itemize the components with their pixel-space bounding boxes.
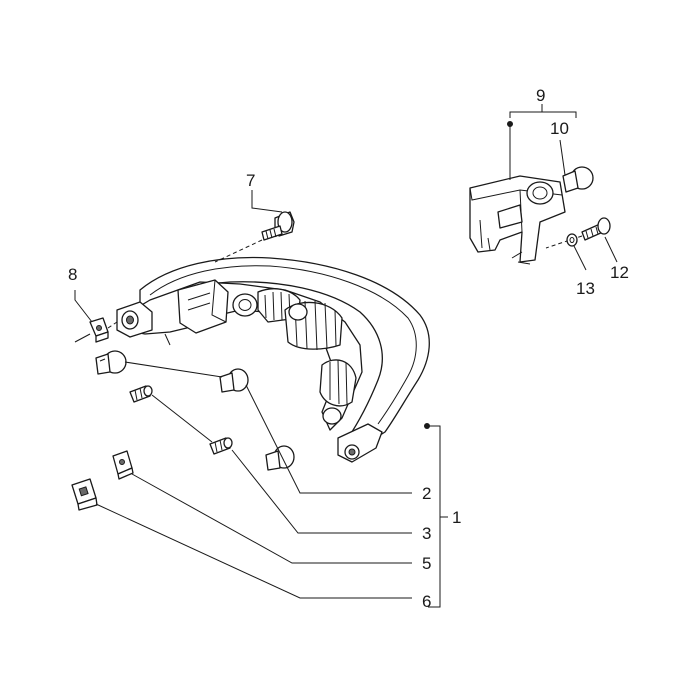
bulb-upper-left — [95, 350, 127, 375]
callout-6: 6 — [422, 592, 431, 611]
clip-nut-part-8 — [74, 317, 118, 343]
callout-2: 2 — [422, 484, 431, 503]
bulb-middle — [219, 368, 249, 393]
screw-part-12 — [545, 217, 611, 249]
reference-dot-assembly-1 — [424, 423, 430, 429]
callout-3: 3 — [422, 524, 431, 543]
bulb-lower — [265, 445, 295, 471]
callout-8: 8 — [68, 265, 77, 284]
clip-part-5 — [112, 450, 134, 480]
clip-part-6 — [71, 478, 98, 511]
callout-9: 9 — [536, 86, 545, 105]
callout-12: 12 — [610, 263, 629, 282]
plate-holder-bracket — [469, 175, 566, 265]
bulb-part-10 — [562, 166, 594, 193]
callout-10: 10 — [550, 119, 569, 138]
tail-light-housing — [116, 256, 430, 463]
washer-part-13 — [566, 233, 578, 247]
reference-dot-assembly-9 — [507, 121, 513, 127]
wedge-bulb-upper — [129, 385, 153, 403]
wedge-bulb-lower — [209, 437, 233, 455]
callout-7: 7 — [246, 171, 255, 190]
callout-13: 13 — [576, 279, 595, 298]
leader-lines — [74, 104, 618, 608]
callout-1: 1 — [452, 508, 461, 527]
callout-5: 5 — [422, 554, 431, 573]
screw-part-7 — [214, 211, 295, 263]
